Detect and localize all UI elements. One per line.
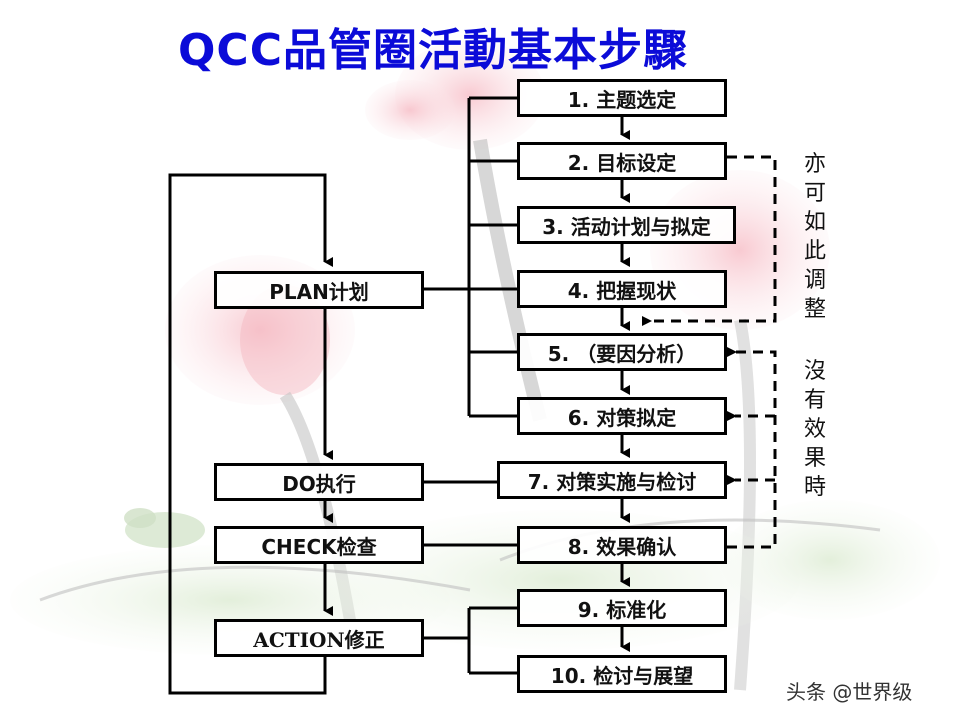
step-4-box: 4. 把握现状 (517, 270, 727, 308)
step-1-box: 1. 主题选定 (517, 79, 727, 117)
pdca-check-box: CHECK检查 (214, 526, 424, 564)
watermark: 头条 @世界级 (786, 680, 913, 704)
pdca-do-label: DO执行 (282, 471, 356, 496)
step-label: 5. （要因分析） (547, 341, 697, 366)
annotation-char: 整 (803, 297, 826, 322)
step-label: 8. 效果确认 (567, 534, 677, 559)
step-label: 2. 目标设定 (567, 150, 677, 175)
pdca-plan-box: PLAN计划 (214, 271, 424, 309)
pdca-check-label: CHECK检查 (261, 534, 377, 559)
step-label: 6. 对策拟定 (567, 405, 677, 430)
step-label: 10. 检讨与展望 (550, 663, 694, 688)
annotation-char: 此 (803, 239, 826, 264)
step-label: 9. 标准化 (577, 597, 667, 622)
step-10-box: 10. 检讨与展望 (517, 655, 727, 693)
annotation-char: 亦 (803, 152, 826, 177)
step-7-box: 7. 对策实施与检讨 (497, 461, 727, 499)
annotation-char: 沒 (803, 359, 826, 384)
step-2-box: 2. 目标设定 (517, 142, 727, 180)
step-3-box: 3. 活动计划与拟定 (517, 206, 736, 244)
step-label: 1. 主题选定 (567, 87, 677, 112)
pdca-action-box: ACTION修正 (214, 619, 424, 657)
annotation-char: 有 (803, 388, 826, 413)
step-6-box: 6. 对策拟定 (517, 397, 727, 435)
annotation-char: 调 (803, 268, 826, 293)
annotation-char: 效 (803, 417, 826, 442)
annotation-char: 如 (803, 210, 826, 235)
step-5-box: 5. （要因分析） (517, 333, 727, 371)
annotation-no-effect: 沒 有 效 果 時 (802, 357, 828, 502)
step-9-box: 9. 标准化 (517, 589, 727, 627)
step-label: 4. 把握现状 (567, 278, 677, 303)
annotation-char: 可 (803, 181, 826, 206)
pdca-action-label: ACTION修正 (253, 627, 385, 652)
step-8-box: 8. 效果确认 (517, 526, 727, 564)
annotation-adjust: 亦 可 如 此 调 整 (802, 150, 828, 324)
step-label: 7. 对策实施与检讨 (527, 469, 697, 494)
annotation-char: 時 (803, 475, 826, 500)
pdca-do-box: DO执行 (214, 463, 424, 501)
step-label: 3. 活动计划与拟定 (542, 214, 711, 239)
annotation-char: 果 (803, 446, 826, 471)
pdca-plan-label: PLAN计划 (269, 279, 369, 304)
page-title: QCC品管圈活動基本步驟 (178, 25, 688, 76)
